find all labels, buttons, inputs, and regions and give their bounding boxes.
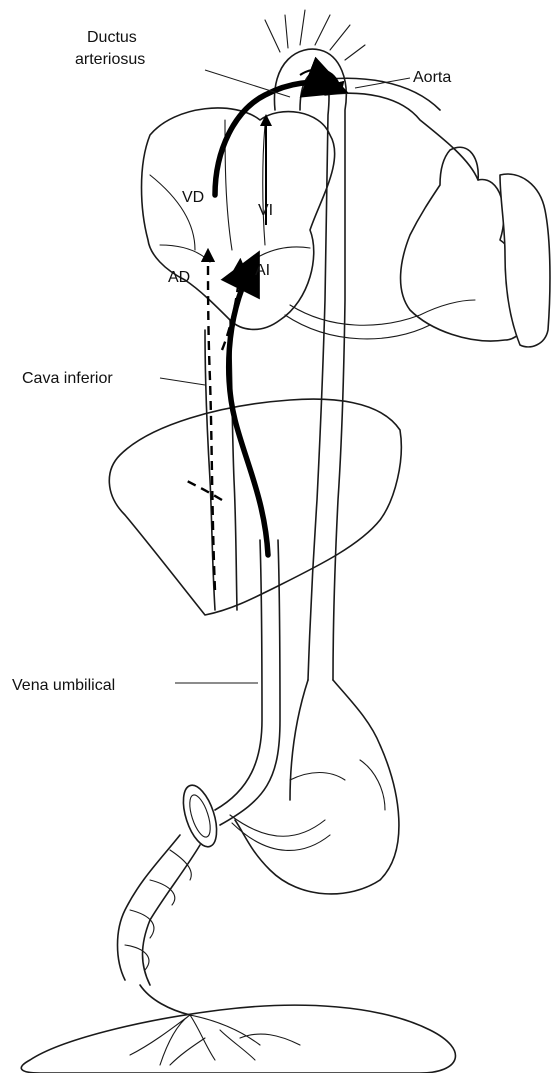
liver — [109, 399, 401, 615]
aorta-vessel — [265, 10, 478, 680]
umbilical-ring — [177, 781, 223, 851]
label-ad: AD — [168, 269, 190, 286]
label-aorta: Aorta — [413, 69, 451, 86]
placenta — [21, 1005, 455, 1073]
label-vena-umbilical: Vena umbilical — [12, 677, 115, 694]
label-vd: VD — [182, 189, 204, 206]
label-ai: AI — [255, 262, 270, 279]
label-ductus-line1: Ductus — [87, 29, 137, 46]
iliac-arteries — [230, 680, 399, 894]
label-vi: VI — [258, 202, 273, 219]
label-cava-inferior: Cava inferior — [22, 370, 113, 387]
label-ductus-line2: arteriosus — [75, 51, 145, 68]
umbilical-cord — [118, 835, 201, 1015]
lungs — [401, 147, 550, 347]
